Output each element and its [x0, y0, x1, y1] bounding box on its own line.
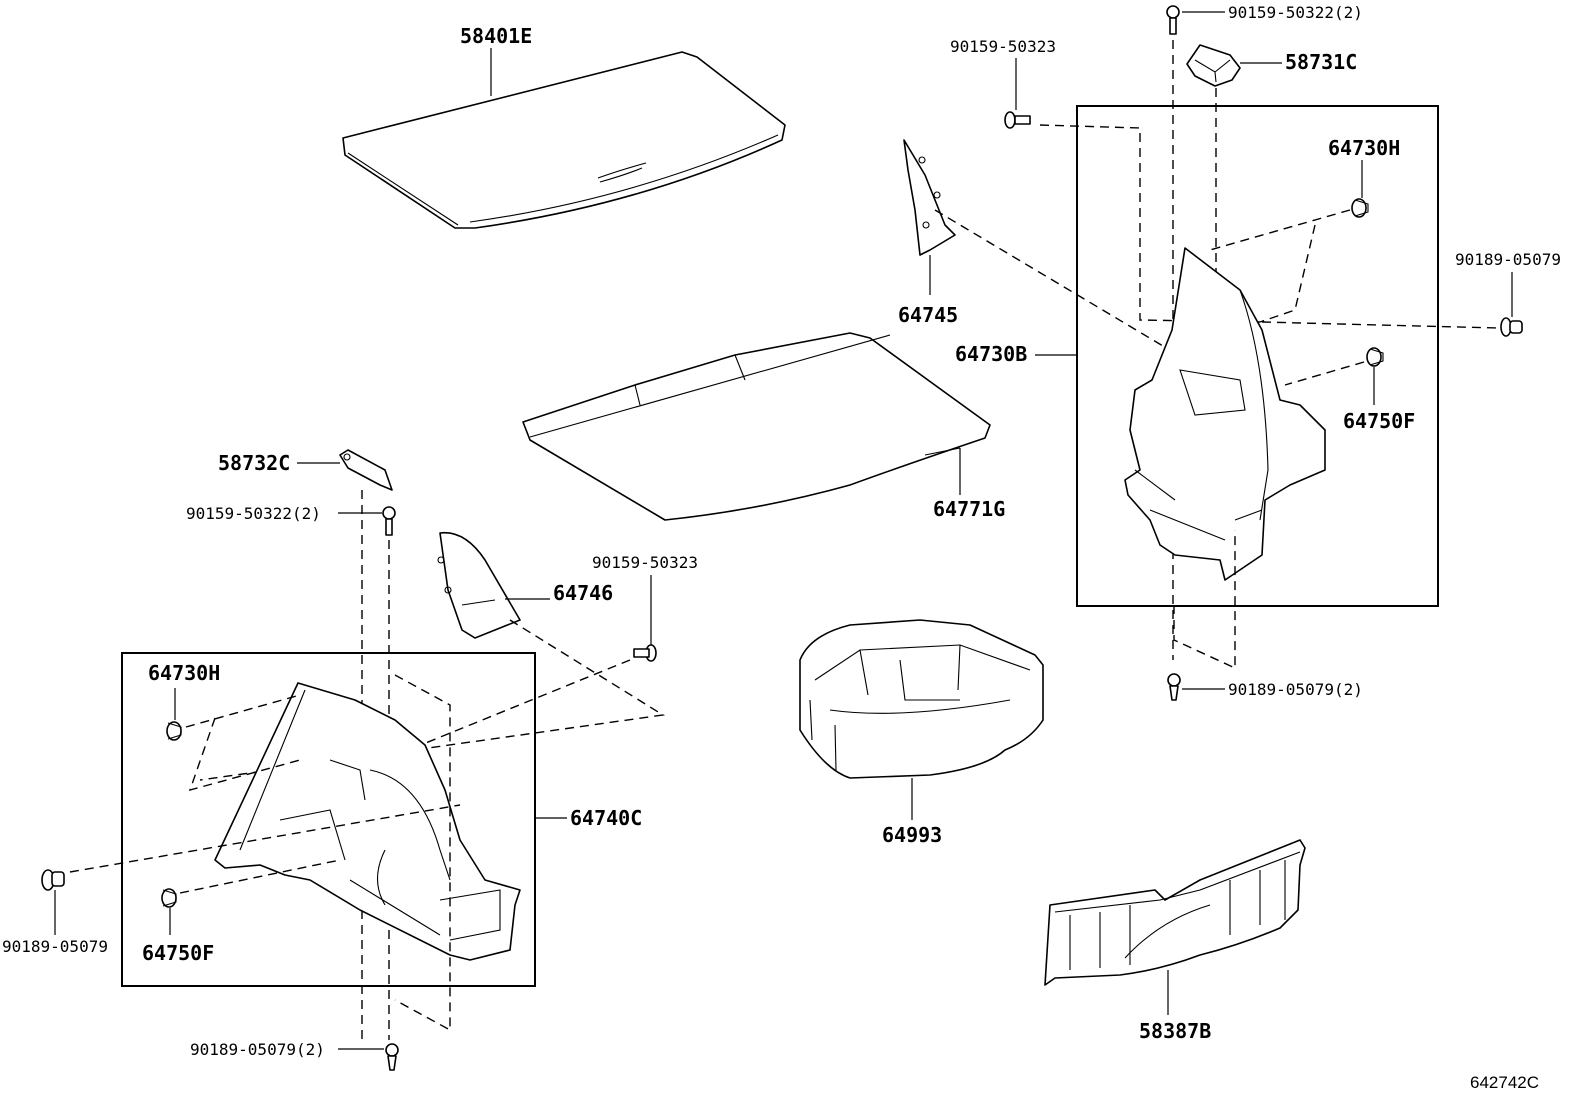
label-90159-50323-right[interactable]: 90159-50323 — [950, 37, 1056, 56]
screw-icon[interactable] — [382, 506, 396, 536]
label-58731C[interactable]: 58731C — [1285, 50, 1357, 74]
diagram-reference-code: 642742C — [1470, 1073, 1539, 1092]
clip-icon[interactable] — [161, 888, 177, 908]
trim-cover-64746-part[interactable] — [437, 531, 521, 639]
label-64993[interactable]: 64993 — [882, 823, 942, 847]
label-64750F-left[interactable]: 64750F — [142, 941, 214, 965]
label-90189-05079-right-far[interactable]: 90189-05079 — [1455, 250, 1561, 269]
label-58387B[interactable]: 58387B — [1139, 1019, 1211, 1043]
rear-sill-plate-part[interactable] — [1044, 839, 1306, 986]
label-64745[interactable]: 64745 — [898, 303, 958, 327]
label-90189-05079-left-far[interactable]: 90189-05079 — [2, 937, 108, 956]
right-trim-group-box — [1076, 105, 1439, 607]
left-trim-group-box — [121, 652, 536, 987]
label-58401E[interactable]: 58401E — [460, 24, 532, 48]
clip-icon[interactable] — [1366, 347, 1384, 367]
label-64746[interactable]: 64746 — [553, 581, 613, 605]
cover-58731C-part[interactable] — [1186, 44, 1241, 87]
deck-board-part[interactable] — [522, 332, 991, 521]
label-64730H-right[interactable]: 64730H — [1328, 136, 1400, 160]
tonneau-cover-part[interactable] — [342, 51, 786, 229]
rivet-icon[interactable] — [1167, 673, 1181, 701]
assembly-line — [1173, 530, 1236, 670]
screw-icon[interactable] — [1004, 111, 1031, 129]
label-90159-50323-left[interactable]: 90159-50323 — [592, 553, 698, 572]
assembly-line — [185, 694, 301, 792]
clip-icon[interactable] — [1351, 198, 1369, 218]
rivet-icon[interactable] — [41, 869, 65, 891]
label-64771G[interactable]: 64771G — [933, 497, 1005, 521]
label-90189-05079-right-bottom[interactable]: 90189-05079(2) — [1228, 680, 1363, 699]
assembly-line — [69, 804, 461, 873]
rivet-icon[interactable] — [1500, 317, 1523, 337]
assembly-line — [394, 674, 451, 1032]
trim-panel-64730B-part[interactable] — [1124, 247, 1326, 581]
label-64740C[interactable]: 64740C — [570, 806, 642, 830]
trim-tray-part[interactable] — [799, 619, 1044, 779]
screw-icon[interactable] — [633, 644, 657, 662]
screw-icon[interactable] — [1166, 5, 1180, 35]
assembly-line — [1209, 209, 1351, 323]
label-64730H-left[interactable]: 64730H — [148, 661, 220, 685]
assembly-line — [1284, 361, 1365, 386]
label-90159-50322-mid-left[interactable]: 90159-50322(2) — [186, 504, 321, 523]
label-90159-50322-top-right[interactable]: 90159-50322(2) — [1228, 3, 1363, 22]
trim-cover-64745-part[interactable] — [903, 139, 956, 256]
assembly-line — [179, 859, 341, 894]
label-58732C[interactable]: 58732C — [218, 451, 290, 475]
assembly-line — [1261, 321, 1499, 329]
clip-icon[interactable] — [166, 721, 182, 741]
label-64730B[interactable]: 64730B — [955, 342, 1027, 366]
label-64750F-right[interactable]: 64750F — [1343, 409, 1415, 433]
bracket-58732C-part[interactable] — [339, 449, 393, 491]
assembly-line — [199, 619, 666, 781]
label-90189-05079-left-bottom[interactable]: 90189-05079(2) — [190, 1040, 325, 1059]
rivet-icon[interactable] — [385, 1043, 399, 1071]
